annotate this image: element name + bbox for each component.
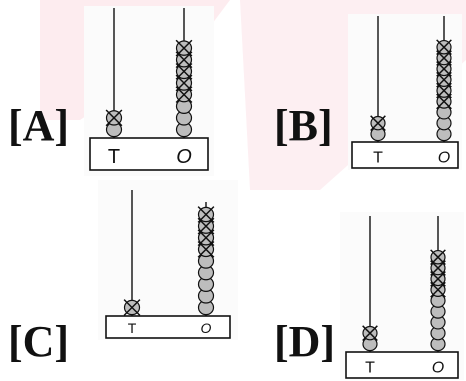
ones-label: O — [201, 320, 212, 336]
option-d-label: [D] — [274, 317, 336, 366]
ones-cross-mark — [430, 249, 446, 266]
abacus-base — [89, 137, 209, 171]
ones-cross-mark — [197, 229, 215, 247]
abacus-base — [345, 351, 459, 379]
tens-cross-mark — [362, 325, 378, 342]
ones-cross-mark — [175, 62, 193, 80]
ones-cross-mark — [175, 51, 193, 69]
ones-cross-mark — [197, 217, 215, 235]
option-c-label: [C] — [8, 317, 70, 366]
tens-cross-mark — [123, 299, 141, 316]
tens-label: T — [128, 320, 137, 336]
tens-label: T — [365, 359, 375, 376]
ones-cross-mark — [175, 39, 193, 57]
ones-cross-mark — [175, 86, 193, 104]
ones-label: O — [176, 146, 192, 168]
ones-cross-mark — [197, 206, 215, 223]
ones-cross-mark — [436, 39, 452, 56]
abacus-base — [351, 141, 459, 169]
ones-cross-mark — [197, 240, 215, 258]
tens-cross-mark — [105, 109, 123, 127]
option-a-label: [A] — [8, 101, 70, 150]
ones-label: O — [432, 359, 444, 376]
ones-label: O — [438, 149, 450, 166]
tens-label: T — [373, 149, 383, 166]
option-b-label: [B] — [274, 101, 333, 150]
tens-cross-mark — [370, 115, 386, 132]
ones-cross-mark — [175, 74, 193, 92]
tens-label: T — [108, 146, 120, 168]
abacus-base — [105, 315, 231, 339]
